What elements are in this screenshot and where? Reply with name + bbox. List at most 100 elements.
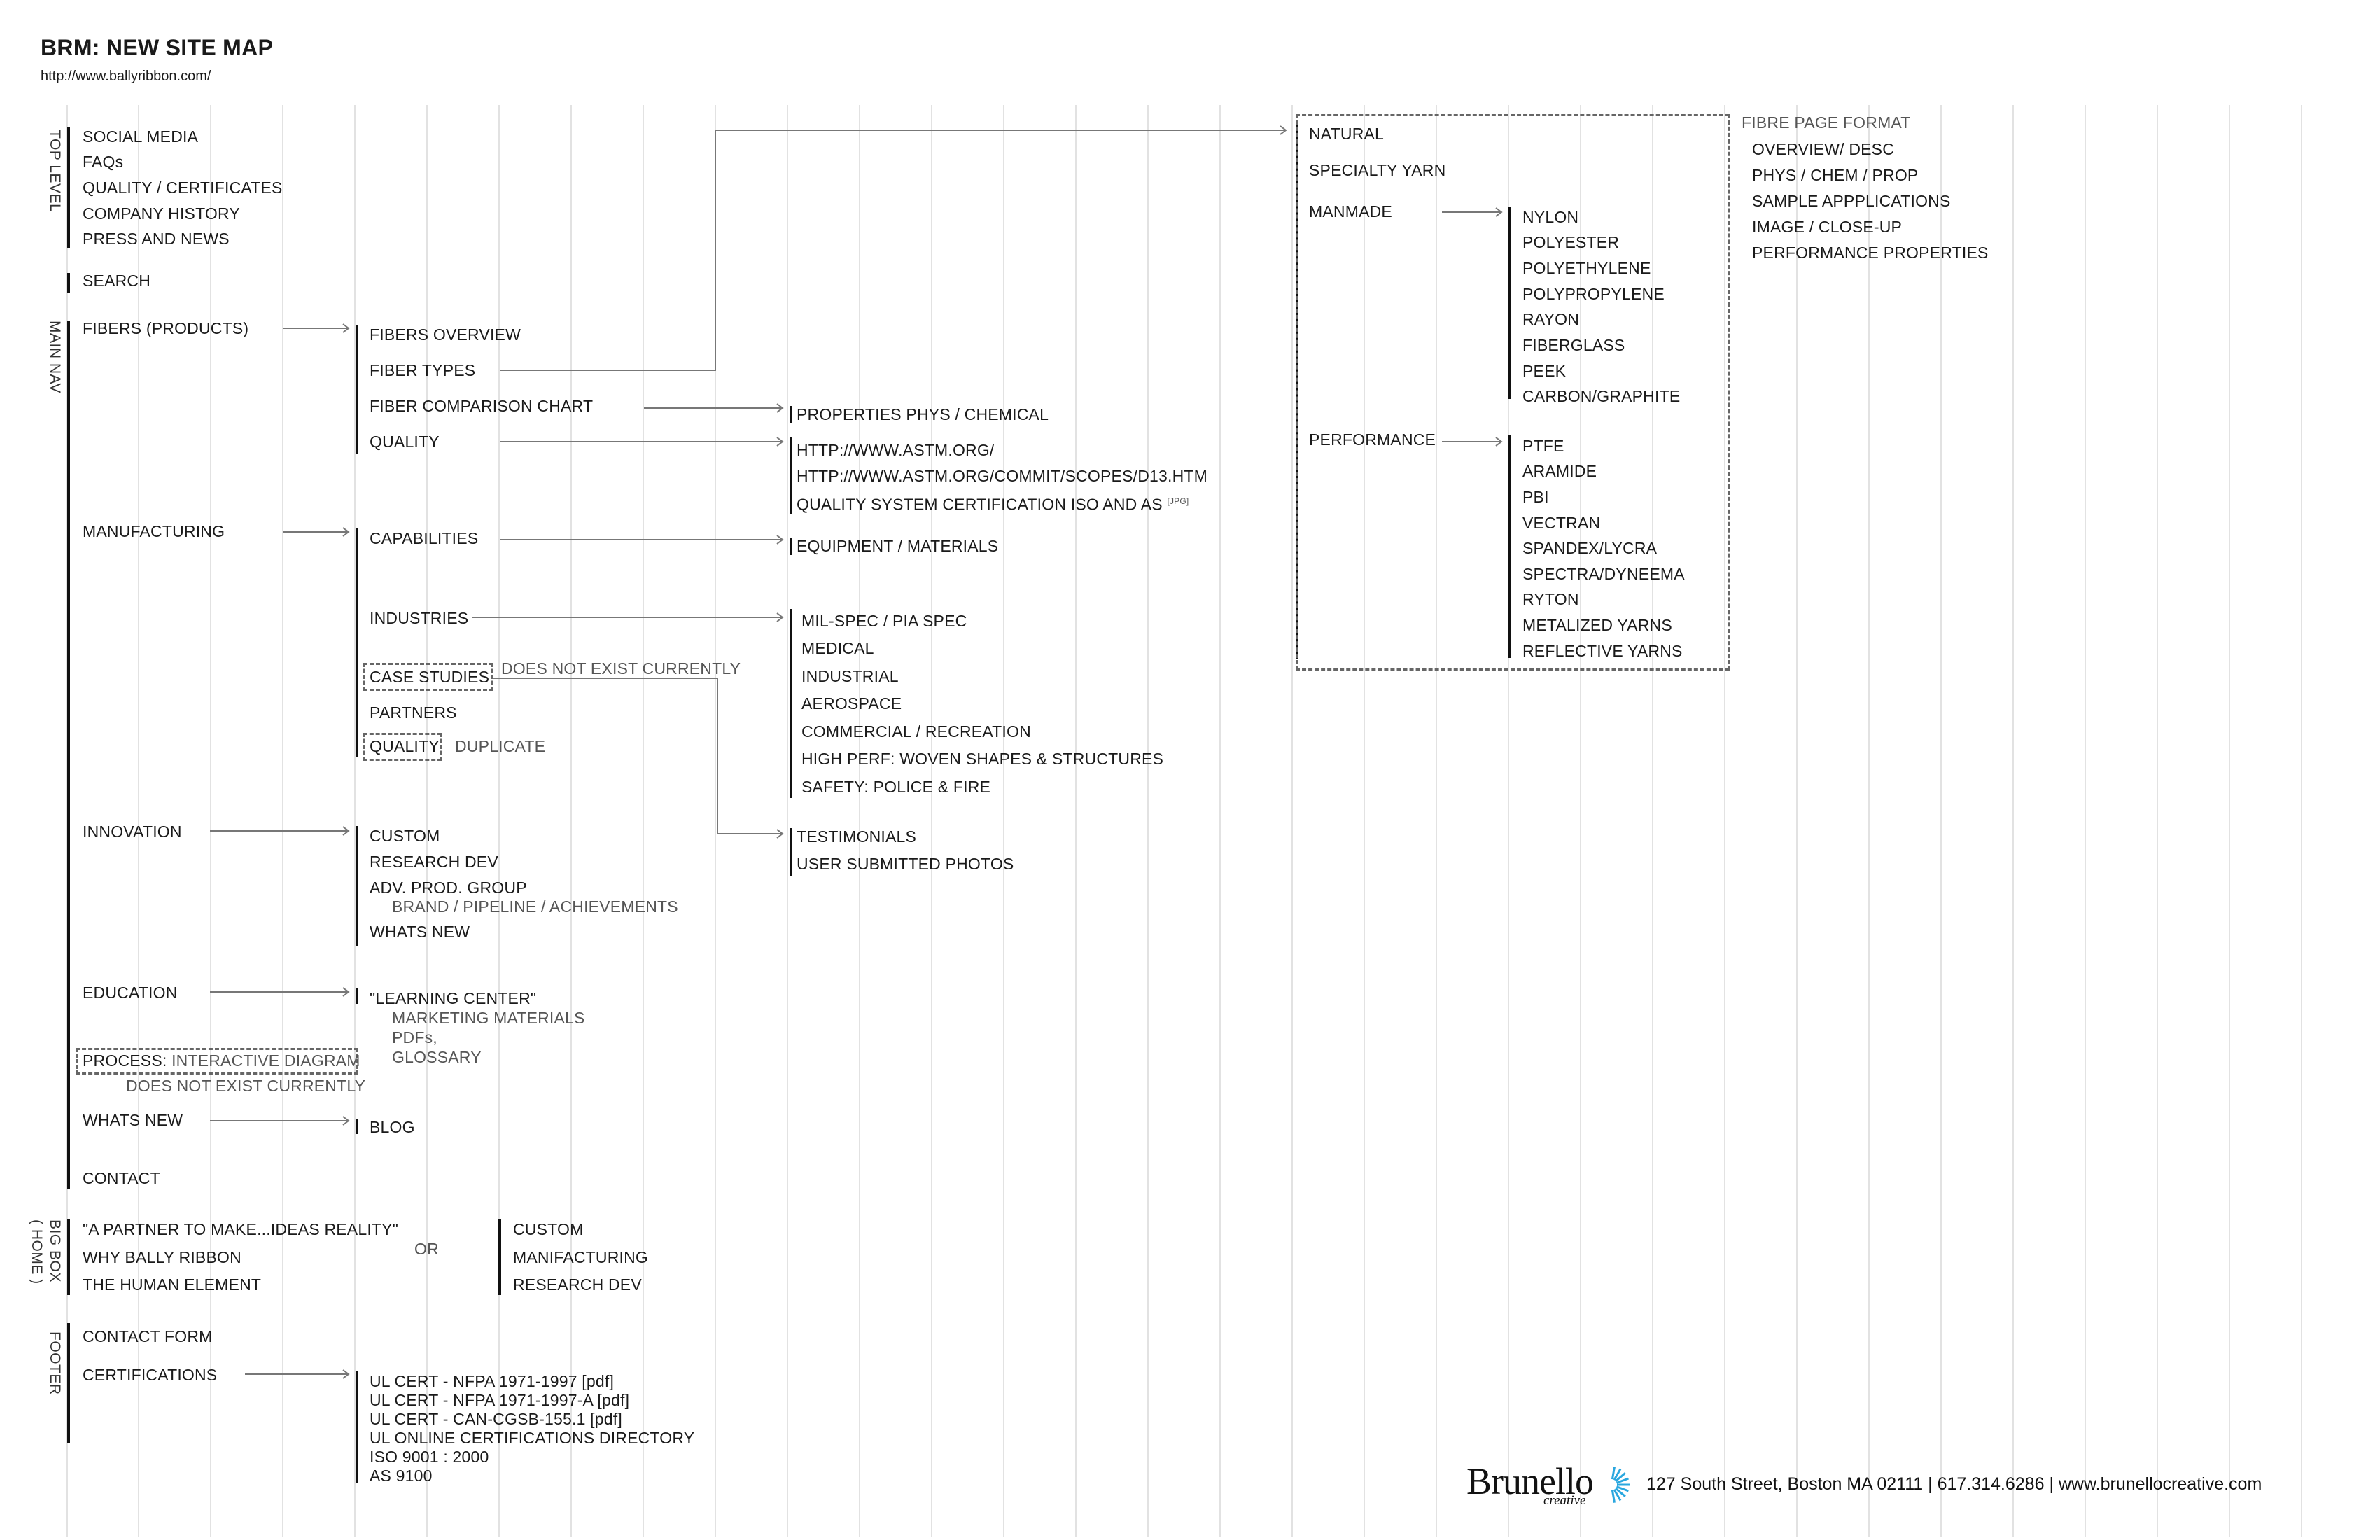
performance-reflective-yarns[interactable]: REFLECTIVE YARNS [1522,642,1683,660]
top-level-item-faqs[interactable]: FAQs [83,153,124,171]
performance-aramide[interactable]: ARAMIDE [1522,462,1597,480]
education-note-marketing: MARKETING MATERIALS [392,1009,585,1027]
properties-phys-chemical[interactable]: PROPERTIES PHYS / CHEMICAL [797,405,1049,424]
innovation-custom[interactable]: CUSTOM [370,827,440,845]
nav-innovation[interactable]: INNOVATION [83,822,182,841]
brunello-logo: Brunello creative [1466,1460,1631,1508]
top-level-item-press-news[interactable]: PRESS AND NEWS [83,230,230,248]
innovation-whats-new[interactable]: WHATS NEW [370,923,470,941]
testimonials[interactable]: TESTIMONIALS [797,827,917,846]
cert-item-iso[interactable]: ISO 9001 : 2000 [370,1448,489,1466]
performance-vectran[interactable]: VECTRAN [1522,514,1601,532]
quality-system-certification[interactable]: QUALITY SYSTEM CERTIFICATION ISO AND AS … [797,492,1189,514]
manmade-polyethylene[interactable]: POLYETHYLENE [1522,259,1651,277]
fiber-types-box [1296,114,1730,671]
industry-mil-spec[interactable]: MIL-SPEC / PIA SPEC [802,612,967,630]
fibers-overview[interactable]: FIBERS OVERVIEW [370,326,522,344]
industry-safety[interactable]: SAFETY: POLICE & FIRE [802,778,991,796]
nav-contact[interactable]: CONTACT [83,1169,160,1187]
adv-prod-note: BRAND / PIPELINE / ACHIEVEMENTS [392,897,678,916]
footer-certifications[interactable]: CERTIFICATIONS [83,1366,218,1384]
big-box-alt-custom[interactable]: CUSTOM [513,1220,584,1238]
big-box-or: OR [414,1240,439,1258]
industry-commercial[interactable]: COMMERCIAL / RECREATION [802,722,1031,741]
astm-scopes-link[interactable]: HTTP://WWW.ASTM.ORG/COMMIT/SCOPES/D13.HT… [797,467,1208,485]
innovation-adv-prod-group[interactable]: ADV. PROD. GROUP [370,878,527,897]
top-level-item-quality-certificates[interactable]: QUALITY / CERTIFICATES [83,178,283,197]
top-level-item-social-media[interactable]: SOCIAL MEDIA [83,127,199,146]
performance-ryton[interactable]: RYTON [1522,590,1579,608]
big-box-partner[interactable]: "A PARTNER TO MAKE...IDEAS REALITY" [83,1220,399,1238]
manufacturing-quality[interactable]: QUALITY [370,737,440,755]
nav-process[interactable]: PROCESS: INTERACTIVE DIAGRAM [83,1051,360,1070]
nav-whats-new[interactable]: WHATS NEW [83,1111,183,1129]
astm-link[interactable]: HTTP://WWW.ASTM.ORG/ [797,441,995,459]
capabilities[interactable]: CAPABILITIES [370,529,479,547]
nav-fibers[interactable]: FIBERS (PRODUCTS) [83,319,249,337]
quality-system-certification-label: QUALITY SYSTEM CERTIFICATION ISO AND AS [797,495,1163,514]
manmade-polypropylene[interactable]: POLYPROPYLENE [1522,285,1665,303]
user-submitted-photos[interactable]: USER SUBMITTED PHOTOS [797,855,1014,873]
big-box-human-element[interactable]: THE HUMAN ELEMENT [83,1275,262,1294]
fiber-manmade[interactable]: MANMADE [1309,202,1392,220]
case-studies-box [363,663,493,691]
nav-manufacturing[interactable]: MANUFACTURING [83,522,225,540]
big-box-why-bally[interactable]: WHY BALLY RIBBON [83,1248,241,1266]
manmade-peek[interactable]: PEEK [1522,362,1567,380]
case-studies[interactable]: CASE STUDIES [370,668,490,686]
section-label-big-box: BIG BOX [47,1219,63,1282]
manmade-polyester[interactable]: POLYESTER [1522,233,1620,251]
cert-item-ul-can[interactable]: UL CERT - CAN-CGSB-155.1 [pdf] [370,1410,622,1428]
manmade-carbon-graphite[interactable]: CARBON/GRAPHITE [1522,387,1681,405]
quality-duplicate-box [363,733,442,761]
big-box-alt-research[interactable]: RESEARCH DEV [513,1275,642,1294]
site-url: http://www.ballyribbon.com/ [41,69,211,84]
manmade-nylon[interactable]: NYLON [1522,208,1579,226]
performance-ptfe[interactable]: PTFE [1522,437,1564,455]
bar-education-sub [356,988,358,1004]
fiber-comparison-chart[interactable]: FIBER COMPARISON CHART [370,397,594,415]
industries[interactable]: INDUSTRIES [370,609,469,627]
bar-certifications-sub [356,1371,358,1483]
manmade-fiberglass[interactable]: FIBERGLASS [1522,336,1625,354]
bar-equipment [790,538,792,555]
manmade-rayon[interactable]: RAYON [1522,310,1580,328]
jpg-tag: [JPG] [1167,496,1189,506]
education-note-glossary: GLOSSARY [392,1048,482,1066]
fiber-natural[interactable]: NATURAL [1309,125,1385,143]
footer-contact-form[interactable]: CONTACT FORM [83,1327,213,1345]
cert-item-ul-1[interactable]: UL CERT - NFPA 1971-1997 [pdf] [370,1372,615,1390]
innovation-research-dev[interactable]: RESEARCH DEV [370,853,498,871]
industry-aerospace[interactable]: AEROSPACE [802,694,902,713]
learning-center[interactable]: "LEARNING CENTER" [370,989,537,1007]
top-level-item-company-history[interactable]: COMPANY HISTORY [83,204,240,223]
cert-item-ul-directory[interactable]: UL ONLINE CERTIFICATIONS DIRECTORY [370,1429,695,1447]
industry-industrial[interactable]: INDUSTRIAL [802,667,899,685]
fibers-quality[interactable]: QUALITY [370,433,440,451]
performance-pbi[interactable]: PBI [1522,488,1549,506]
bar-manmade-list [1508,206,1511,399]
bar-innovation-sub [356,826,358,946]
brunello-address[interactable]: 127 South Street, Boston MA 02111 | 617.… [1646,1474,2262,1494]
blog[interactable]: BLOG [370,1118,415,1136]
search-item[interactable]: SEARCH [83,272,151,290]
fiber-specialty-yarn[interactable]: SPECIALTY YARN [1309,161,1446,179]
performance-spectra[interactable]: SPECTRA/DYNEEMA [1522,565,1685,583]
fiber-performance[interactable]: PERFORMANCE [1309,430,1436,449]
performance-metalized-yarns[interactable]: METALIZED YARNS [1522,616,1672,634]
equipment-materials[interactable]: EQUIPMENT / MATERIALS [797,537,999,555]
nav-education[interactable]: EDUCATION [83,983,178,1002]
industry-medical[interactable]: MEDICAL [802,639,874,657]
industry-high-perf[interactable]: HIGH PERF: WOVEN SHAPES & STRUCTURES [802,750,1164,768]
cert-item-ul-1a[interactable]: UL CERT - NFPA 1971-1997-A [pdf] [370,1391,630,1409]
performance-spandex[interactable]: SPANDEX/LYCRA [1522,539,1658,557]
big-box-alt-manufacturing[interactable]: MANIFACTURING [513,1248,648,1266]
bar-footer [67,1323,70,1443]
cert-item-as9100[interactable]: AS 9100 [370,1466,433,1485]
partners[interactable]: PARTNERS [370,704,457,722]
bar-manufacturing-sub [356,528,358,757]
fibre-page-phys-chem: PHYS / CHEM / PROP [1752,166,1919,184]
fiber-types[interactable]: FIBER TYPES [370,361,476,379]
